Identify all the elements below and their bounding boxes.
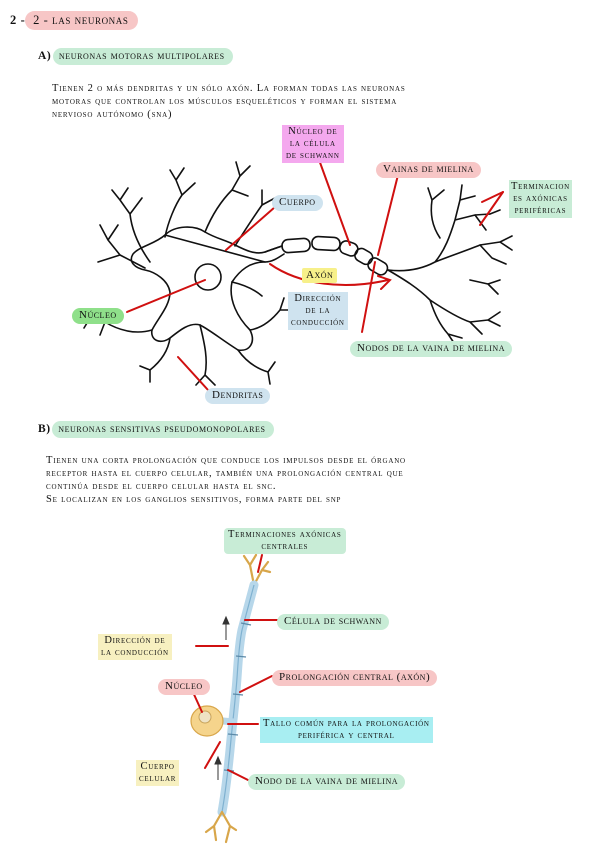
label-axon: Axón	[302, 268, 338, 283]
page-title: 2 - 2 - las neuronas	[10, 11, 139, 30]
section-a-para-1: Tienen 2 o más dendritas y un sólo axón.…	[52, 83, 406, 94]
section-a-heading: A) neuronas motoras multipolares	[38, 48, 233, 65]
section-b-para-1: Tienen una corta prolongación que conduc…	[46, 455, 406, 466]
label-nucleo-b: Núcleo	[158, 679, 210, 695]
title-number: 2 -	[10, 13, 26, 27]
label-dendritas: Dendritas	[205, 388, 271, 404]
label-cuerpo-celular: Cuerpo celular	[136, 760, 180, 786]
label-direccion-conduccion: Dirección de la conducción	[288, 292, 348, 330]
label-nucleo-schwann: Núcleo de la célula de schwann	[282, 125, 344, 163]
label-prolongacion-central: Prolongación central (axón)	[272, 670, 438, 686]
label-direccion-conduccion-b: Dirección de la conducción	[98, 634, 172, 660]
label-vainas-mielina: Vainas de mielina	[376, 162, 481, 178]
label-tallo-comun: Tallo común para la prolongación perifér…	[260, 717, 433, 743]
section-b-pill: neuronas sensitivas pseudomonopolares	[52, 421, 274, 438]
title-pill: 2 - las neuronas	[25, 11, 139, 30]
label-nodos-vaina: Nodos de la vaina de mielina	[350, 341, 512, 357]
label-terminaciones-centrales: Terminaciones axónicas centrales	[224, 528, 346, 554]
section-b-para-4: Se localizan en los ganglios sensitivos,…	[46, 494, 342, 505]
label-cuerpo: Cuerpo	[272, 195, 323, 211]
section-b-para-2: receptor hasta el cuerpo celular, tambié…	[46, 468, 404, 479]
section-b-para-3: continúa desde el cuerpo celular hasta e…	[46, 481, 277, 492]
section-a-para-2: motoras que controlan los músculos esque…	[52, 96, 398, 107]
section-a-para-3: nervioso autónomo (sna)	[52, 109, 173, 120]
label-nodo-vaina-b: Nodo de la vaina de mielina	[248, 774, 406, 790]
section-b-heading: B) neuronas sensitivas pseudomonopolares	[38, 421, 274, 438]
label-nucleo: Núcleo	[72, 308, 124, 324]
label-celula-schwann: Célula de schwann	[277, 614, 389, 630]
label-terminaciones-perifericas: Terminacion es axónicas periféricas	[509, 180, 572, 218]
section-a-pill: neuronas motoras multipolares	[52, 48, 233, 65]
